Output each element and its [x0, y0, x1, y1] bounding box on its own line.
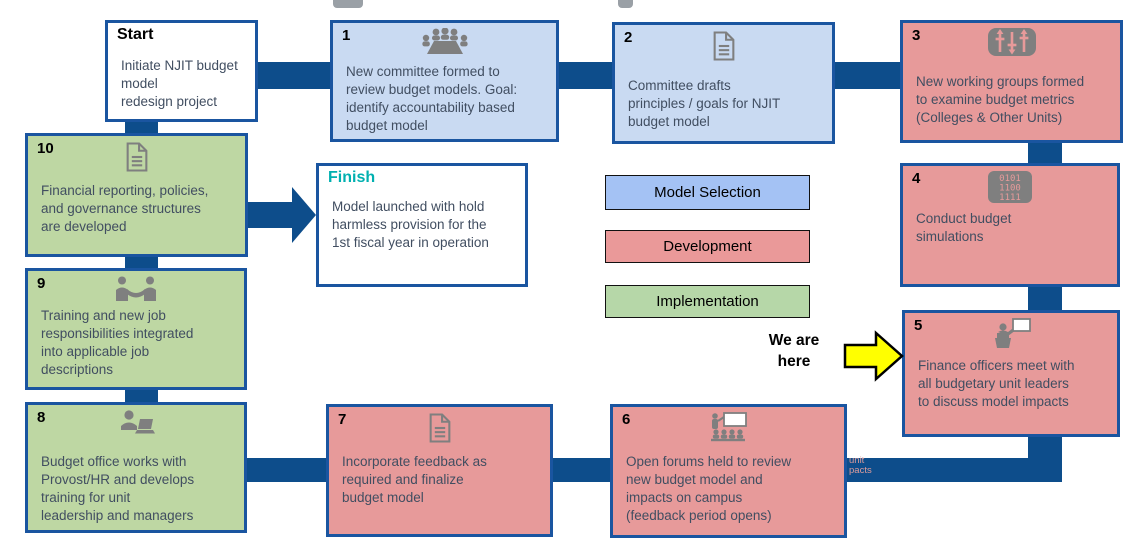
step-text: Training and new job responsibilities in… — [41, 308, 194, 377]
step-box-5: 5 Finance officers meet with all budgeta… — [902, 310, 1120, 437]
legend-label: Model Selection — [654, 184, 761, 201]
svg-text:0101: 0101 — [999, 174, 1021, 184]
step-number: 5 — [914, 317, 923, 334]
finish-label: Finish — [328, 169, 376, 186]
ghost-text-artifact: unit pacts — [849, 455, 872, 477]
document-icon — [123, 141, 150, 178]
legend-label: Development — [663, 238, 752, 255]
step-number: 6 — [622, 411, 631, 428]
svg-text:1100: 1100 — [999, 184, 1021, 194]
cropped-artifact — [333, 0, 363, 8]
step-number: 8 — [37, 409, 46, 426]
step-number: 9 — [37, 275, 46, 292]
step-text: Finance officers meet with all budgetary… — [918, 358, 1075, 409]
step-text: Incorporate feedback as required and fin… — [342, 454, 487, 505]
step-text: New committee formed to review budget mo… — [346, 64, 518, 133]
start-text: Initiate NJIT budget model redesign proj… — [121, 58, 238, 109]
step-box-10: 10 Financial reporting, policies, and go… — [25, 133, 248, 257]
step-number: 1 — [342, 27, 351, 44]
step-number: 7 — [338, 411, 347, 428]
finish-text: Model launched with hold harmless provis… — [332, 199, 489, 250]
start-label: Start — [117, 26, 154, 43]
lecture-icon — [707, 412, 751, 447]
step-text: Conduct budget simulations — [916, 211, 1012, 244]
step-box-6: 6 Open forums held to review new budget … — [610, 404, 847, 538]
step-number: 4 — [912, 170, 921, 187]
document-icon — [710, 30, 737, 67]
finish-arrow — [246, 187, 316, 243]
step-box-7: 7 Incorporate feedback as required and f… — [326, 404, 553, 537]
legend-development: Development — [605, 230, 810, 263]
step-box-9: 9 Training and new job responsibilities … — [25, 268, 247, 390]
step-box-8: 8 Budget office works with Provost/HR an… — [25, 402, 247, 533]
step-box-2: 2 Committee drafts principles / goals fo… — [612, 22, 835, 144]
we-are-here-arrow-icon — [843, 330, 904, 382]
step-text: Committee drafts principles / goals for … — [628, 78, 781, 129]
step-text: Open forums held to review new budget mo… — [626, 454, 792, 523]
laptop-user-icon — [115, 410, 157, 443]
start-box: Start Initiate NJIT budget model redesig… — [105, 20, 258, 122]
finish-box: Finish Model launched with hold harmless… — [316, 163, 528, 287]
step-number: 2 — [624, 29, 633, 46]
legend-label: Implementation — [656, 293, 759, 310]
step-text: Financial reporting, policies, and gover… — [41, 183, 209, 234]
step-number: 10 — [37, 140, 54, 157]
step-box-4: 4 0101 1100 1111 Conduct budget simulati… — [900, 163, 1120, 287]
step-box-3: 3 New working groups formed to examine b… — [900, 20, 1123, 143]
step-number: 3 — [912, 27, 921, 44]
step-text: New working groups formed to examine bud… — [916, 74, 1085, 125]
handshake-icon — [114, 276, 158, 307]
svg-text:1111: 1111 — [999, 193, 1021, 203]
binary-icon: 0101 1100 1111 — [988, 171, 1032, 208]
document-icon — [426, 412, 453, 449]
sliders-icon — [987, 28, 1036, 61]
cropped-artifact — [618, 0, 633, 8]
legend-model-selection: Model Selection — [605, 175, 810, 210]
we-are-here-label: We are here — [768, 332, 820, 370]
step-box-1: 1 New committee formed to review budget … — [330, 20, 559, 142]
presenter-icon — [990, 318, 1032, 355]
meeting-icon — [421, 27, 469, 65]
legend-implementation: Implementation — [605, 285, 810, 318]
step-text: Budget office works with Provost/HR and … — [41, 454, 195, 523]
